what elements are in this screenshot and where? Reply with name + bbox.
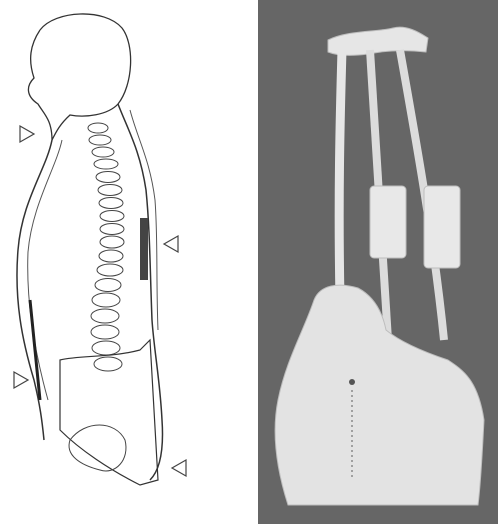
pelvic-girdle-outline (60, 340, 158, 485)
pressure-arrow-icon-lower-back (172, 460, 186, 476)
front-upright (339, 50, 342, 300)
back-outline (118, 104, 163, 480)
brace-fastener (349, 379, 355, 385)
thoracic-pad-right (424, 186, 460, 268)
face-outline (28, 30, 52, 140)
head-outline (40, 14, 131, 140)
pressure-arrow-icon-abdomen (14, 372, 28, 388)
spine-column (88, 123, 124, 371)
spine-diagram-panel (0, 0, 258, 524)
pressure-arrow-icon-upper-back (164, 236, 178, 252)
thoracic-pad-left (370, 186, 406, 258)
front-brace-bar (28, 140, 62, 400)
brace-photo-panel (258, 0, 498, 524)
pelvis-bone (69, 425, 126, 471)
back-pad (140, 218, 148, 280)
spine-line-drawing (0, 0, 258, 524)
pressure-arrow-icon-neck (20, 126, 34, 142)
brace-photo (258, 0, 498, 524)
